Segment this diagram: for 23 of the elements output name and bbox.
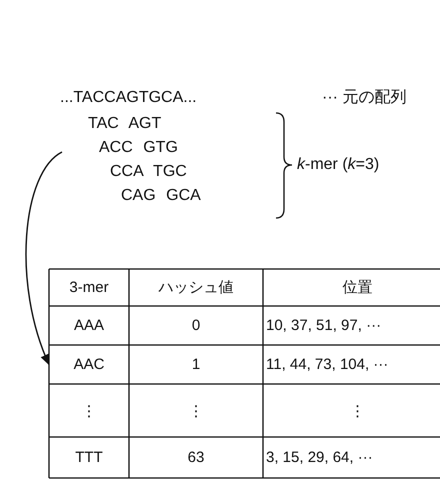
table-cell-text: AAA (74, 317, 104, 334)
column-header: 位置 (342, 278, 372, 297)
table-cell-text: ⋮ (350, 402, 365, 420)
sequence-note: ··· 元の配列 (322, 88, 406, 108)
sequence-text: ...TACCAGTGCA... (60, 88, 197, 108)
table-cell-text: TTT (75, 449, 103, 466)
kmer-label: k-mer (k=3) (297, 155, 380, 175)
table-cell-text: 11, 44, 73, 104, ··· (266, 356, 388, 373)
table-cell: AAC (49, 345, 129, 384)
table-cell-text: ⋮ (82, 402, 96, 420)
table-cell-text: 3, 15, 29, 64, ··· (266, 449, 373, 466)
table-cell-text: 63 (188, 449, 204, 466)
table-cell-text: ⋮ (188, 402, 204, 420)
table-cell-text: 1 (192, 356, 200, 373)
arrow (25, 151, 62, 366)
column-header: ハッシュ値 (158, 278, 234, 297)
kmer-pair: ACC GTG (99, 138, 179, 158)
table-cell-text: 10, 37, 51, 97, ··· (266, 317, 382, 334)
kmer-pair: CCA TGC (110, 162, 188, 182)
table-cell-text: 0 (192, 317, 200, 334)
kmer-pair: TAC AGT (88, 114, 162, 134)
kmer-pair: CAG GCA (121, 186, 201, 206)
column-header: 3-mer (69, 279, 109, 296)
